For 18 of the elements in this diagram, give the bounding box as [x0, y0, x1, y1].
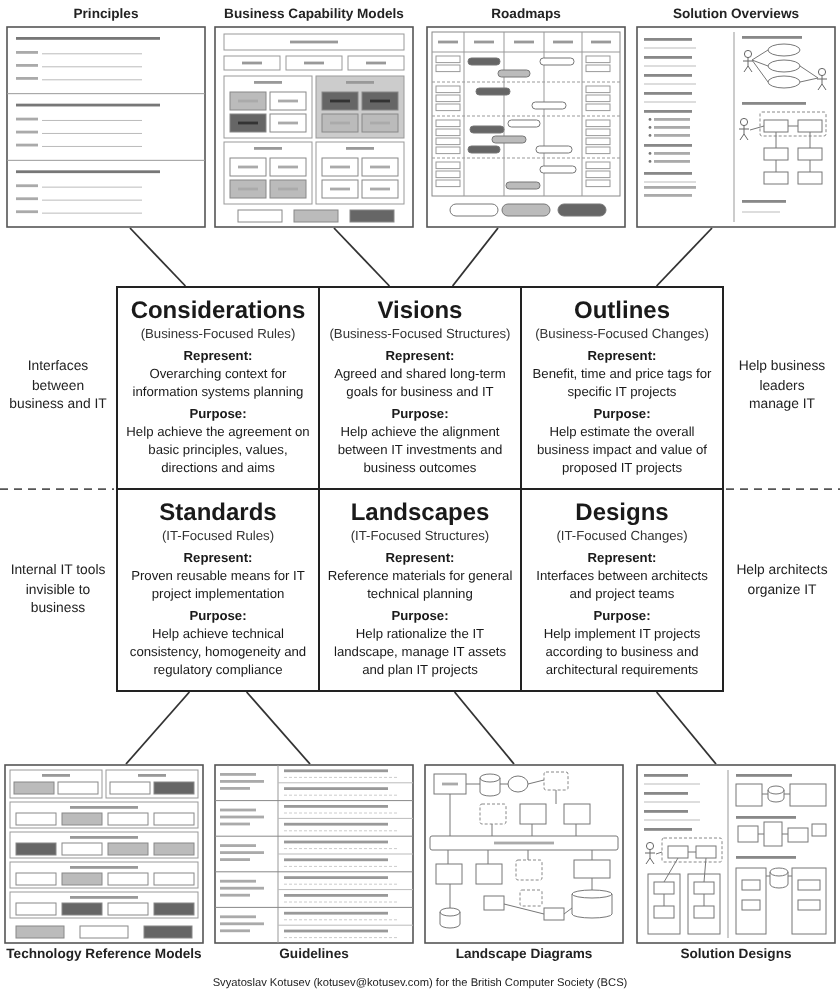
connector-line	[125, 691, 191, 765]
category-title: Designs	[575, 498, 669, 528]
category-title: Landscapes	[350, 498, 490, 528]
connector-line	[129, 227, 187, 287]
connector-line	[453, 691, 515, 765]
category-panel	[116, 286, 320, 490]
category-title: Visions	[377, 296, 463, 326]
category-panel	[520, 286, 724, 490]
connector-line	[245, 691, 311, 765]
connector-line	[655, 227, 713, 287]
category-panel	[520, 488, 724, 692]
category-title: Outlines	[573, 296, 670, 326]
connector-line	[655, 691, 717, 765]
category-title: Standards	[159, 498, 277, 528]
category-panel	[116, 488, 320, 692]
connector-line	[451, 227, 499, 287]
connector-line	[333, 227, 391, 287]
category-title: Considerations	[130, 296, 306, 326]
